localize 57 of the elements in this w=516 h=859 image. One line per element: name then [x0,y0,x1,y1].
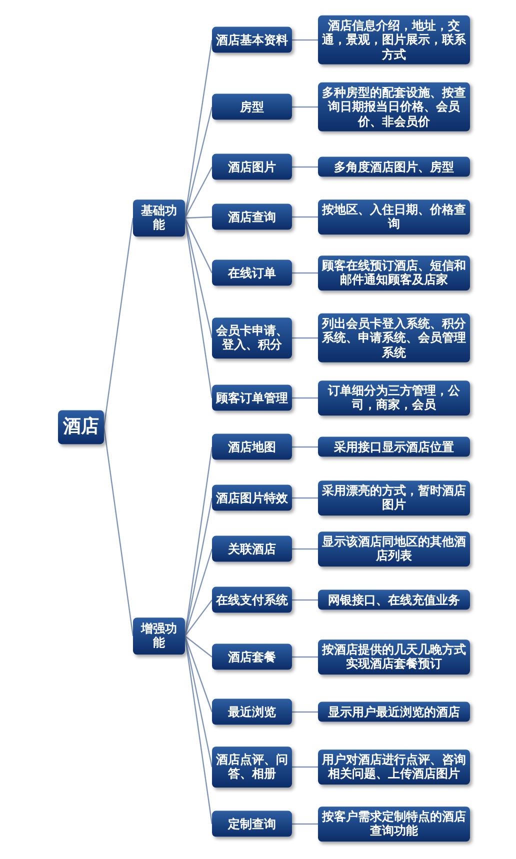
topic-box: 按酒店提供的几天几晚方式实现酒店套餐预订 [318,640,470,674]
topic-box: 酒店地图 [212,434,292,460]
topic-box: 多角度酒店图片、房型 [318,156,470,178]
topic-box: 在线订单 [212,260,292,286]
topic-box: 酒店 [58,410,104,444]
topic-box: 采用接口显示酒店位置 [318,436,470,458]
topic-box: 在线支付系统 [212,586,292,614]
connector-line [292,397,318,399]
connector-line [292,711,318,713]
topic-box: 显示该酒店同地区的其他酒店列表 [318,532,470,566]
topic-box: 增强功能 [133,618,185,654]
connector-line [103,218,134,428]
connector-line [292,497,318,499]
topic-box: 顾客订单管理 [212,384,292,412]
connector-line [292,272,318,274]
topic-box: 多种房型的配套设施、按查询日期报当日价格、会员价、非会员价 [318,82,470,132]
connector-line [292,823,318,825]
topic-box: 房型 [212,94,292,120]
connector-line [184,218,213,274]
connector-line [292,548,318,550]
connector-line [292,166,318,168]
topic-box: 酒店基本资料 [212,26,292,54]
topic-box: 酒店图片 [212,154,292,180]
topic-box: 酒店点评、问答、相册 [212,746,292,788]
topic-box: 顾客在线预订酒店、短信和邮件通知顾客及店家 [318,256,470,290]
topic-box: 按地区、入住日期、价格查询 [318,200,470,234]
connector-line [184,166,213,218]
connector-line [292,656,318,658]
connector-line [184,600,212,636]
topic-box: 酒店图片特效 [212,484,292,512]
connector-line [184,548,213,636]
topic-box: 采用漂亮的方式，暂时酒店图片 [318,480,470,516]
topic-box: 订单细分为三方管理，公司，商家，会员 [318,380,470,416]
topic-box: 酒店信息介绍，地址，交通，景观，图片展示，联系方式 [318,15,470,65]
connector-line [103,426,134,636]
topic-box: 按客户需求定制特点的酒店查询功能 [318,806,470,842]
topic-box: 最近浏览 [212,698,292,726]
connector-line [184,636,212,658]
connector-line [292,446,318,448]
connector-line [184,216,212,219]
topic-box: 定制查询 [212,810,292,838]
connector-line [292,599,318,601]
topic-box: 酒店套餐 [212,644,292,670]
topic-box: 显示用户最近浏览的酒店 [318,702,470,722]
topic-box: 基础功能 [133,200,185,236]
topic-box: 列出会员卡登入系统、积分系统、申请系统、会员管理系统 [318,313,470,363]
connector-line [292,337,318,339]
topic-box: 用户对酒店进行点评、咨询相关问题、上传酒店图片 [318,750,470,784]
connector-line [292,106,318,108]
topic-box: 网银接口、在线充值业务 [318,590,470,610]
connector-line [292,216,318,218]
topic-box: 会员卡申请、登入、积分 [212,318,292,358]
topic-box: 酒店查询 [212,204,292,230]
connector-line [292,766,318,768]
connector-line [184,636,213,712]
connector-line [292,39,318,41]
topic-box: 关联酒店 [212,536,292,562]
